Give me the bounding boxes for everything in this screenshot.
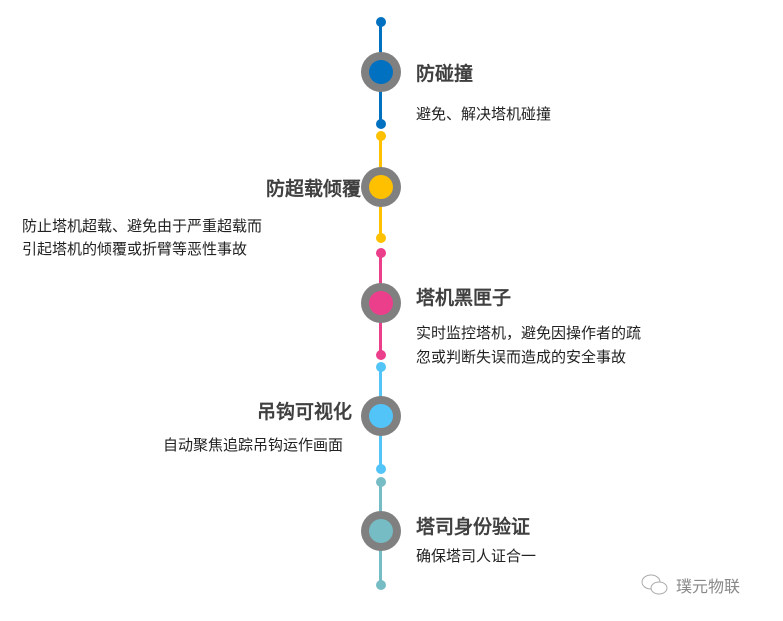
wechat-icon: [641, 574, 668, 595]
item-title: 防超载倾覆: [265, 178, 361, 200]
timeline-node: [361, 396, 401, 436]
item-desc: 引起塔机的倾覆或折臂等恶性事故: [22, 240, 248, 258]
timeline-dot: [376, 464, 386, 474]
timeline-node-core: [369, 404, 393, 428]
timeline-node: [361, 283, 401, 323]
timeline-node: [361, 52, 401, 92]
timeline-dot: [376, 350, 386, 360]
timeline-dot: [376, 119, 386, 129]
timeline-node-core: [369, 60, 393, 84]
item-desc: 确保塔司人证合一: [416, 547, 537, 565]
timeline-dot: [376, 477, 386, 487]
item-desc: 防止塔机超载、避免由于严重超载而: [22, 217, 263, 235]
item-title: 塔司身份验证: [416, 516, 531, 538]
item-desc: 自动聚焦追踪吊钩运作画面: [162, 436, 343, 454]
item-title: 塔机黑匣子: [416, 287, 512, 309]
item-title: 吊钩可视化: [256, 401, 352, 423]
item-desc: 实时监控塔机，避免因操作者的疏: [416, 324, 642, 342]
item-desc: 避免、解决塔机碰撞: [416, 105, 552, 123]
watermark: 璞元物联: [640, 573, 740, 597]
timeline-dot: [376, 17, 386, 27]
timeline-dot: [376, 362, 386, 372]
timeline-node: [361, 167, 401, 207]
item-title: 防碰撞: [416, 63, 474, 85]
timeline-dot: [376, 580, 386, 590]
item-desc: 忽或判断失误而造成的安全事故: [416, 348, 627, 366]
timeline-dot: [376, 131, 386, 141]
watermark-text: 璞元物联: [676, 577, 741, 596]
timeline-dot: [376, 248, 386, 258]
timeline-node-core: [369, 175, 393, 199]
timeline-node-core: [369, 519, 393, 543]
timeline-node: [361, 511, 401, 551]
timeline-dot: [376, 233, 386, 243]
timeline-node-core: [369, 291, 393, 315]
